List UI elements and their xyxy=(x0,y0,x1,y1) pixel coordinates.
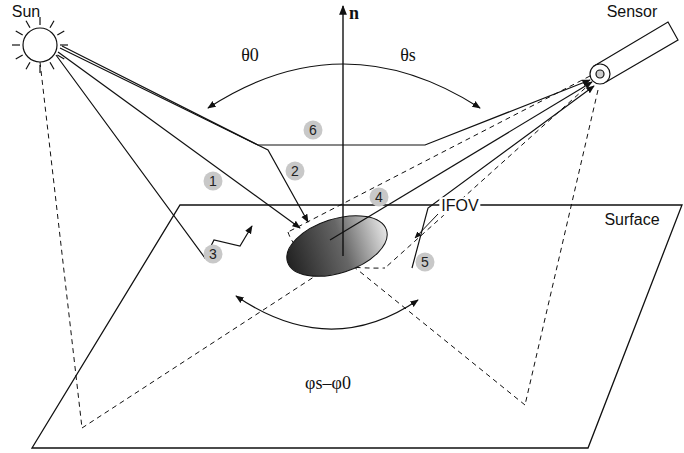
sun-ray xyxy=(16,31,23,35)
sun-ray xyxy=(60,44,68,45)
sun-ray xyxy=(26,21,30,28)
ifov-label: IFOV xyxy=(439,197,480,215)
normal-label: n xyxy=(349,4,359,24)
sun-ray xyxy=(26,62,30,69)
sun-ray xyxy=(57,31,64,35)
sun-ray xyxy=(12,44,20,45)
callout-number: 4 xyxy=(370,188,389,207)
angle-label: θ0 xyxy=(241,46,259,66)
angle-label: θs xyxy=(400,46,416,66)
sun-ray xyxy=(50,62,54,69)
sensor-label: Sensor xyxy=(607,3,658,21)
callout-number: 6 xyxy=(304,121,323,140)
sun-ray xyxy=(50,21,54,28)
callout-number: 3 xyxy=(204,245,223,264)
angle-label: φs–φ0 xyxy=(305,374,351,394)
surface-label: Surface xyxy=(604,211,659,229)
callout-number: 1 xyxy=(204,172,223,191)
surface-plane xyxy=(32,205,682,448)
callout-number: 5 xyxy=(416,253,435,272)
sun-ray xyxy=(57,55,64,59)
sun-label: Sun xyxy=(12,3,40,21)
callout-number: 2 xyxy=(286,162,305,181)
ifov-spot xyxy=(279,204,395,287)
sun-symbol xyxy=(12,17,68,73)
sensor-symbol xyxy=(590,22,678,84)
sun-ray xyxy=(39,65,40,73)
sun-ray xyxy=(16,55,23,59)
